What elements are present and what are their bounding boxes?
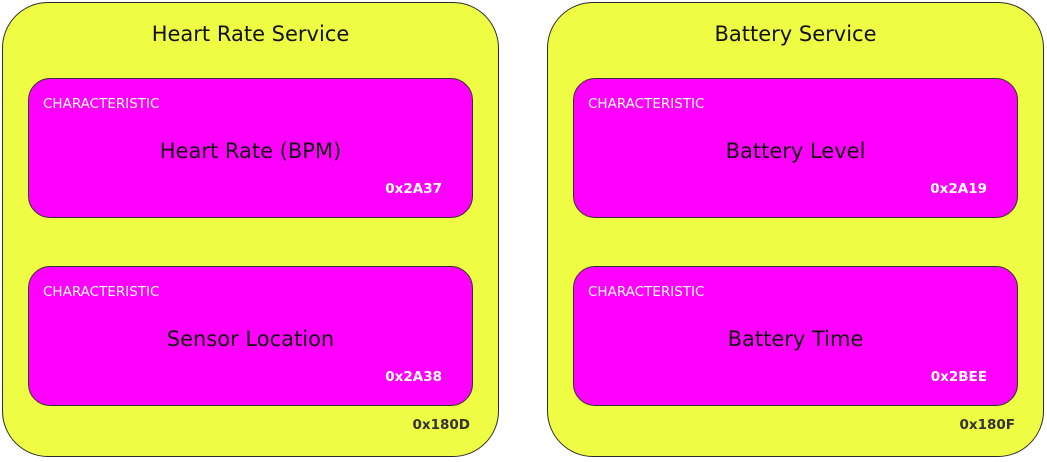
characteristic-sensor-location: CHARACTERISTIC Sensor Location 0x2A38 <box>28 266 473 406</box>
service-heart-rate: Heart Rate Service CHARACTERISTIC Heart … <box>2 2 499 457</box>
characteristic-uuid: 0x2A37 <box>385 181 442 197</box>
characteristic-kind-label: CHARACTERISTIC <box>43 96 160 112</box>
service-title: Heart Rate Service <box>151 22 350 46</box>
characteristic-name: Heart Rate (BPM) <box>159 139 342 163</box>
characteristic-name: Battery Level <box>725 139 866 163</box>
service-uuid: 0x180F <box>959 417 1015 433</box>
service-title: Battery Service <box>714 22 877 46</box>
characteristic-uuid: 0x2BEE <box>930 369 987 385</box>
service-battery: Battery Service CHARACTERISTIC Battery L… <box>547 2 1044 457</box>
characteristic-heart-rate-bpm: CHARACTERISTIC Heart Rate (BPM) 0x2A37 <box>28 78 473 218</box>
service-uuid: 0x180D <box>412 417 471 433</box>
characteristic-uuid: 0x2A38 <box>385 369 442 385</box>
characteristic-kind-label: CHARACTERISTIC <box>43 284 160 300</box>
characteristic-kind-label: CHARACTERISTIC <box>588 96 705 112</box>
characteristic-name: Battery Time <box>727 327 864 351</box>
characteristic-name: Sensor Location <box>166 327 335 351</box>
characteristic-uuid: 0x2A19 <box>930 181 987 197</box>
characteristic-battery-time: CHARACTERISTIC Battery Time 0x2BEE <box>573 266 1018 406</box>
characteristic-battery-level: CHARACTERISTIC Battery Level 0x2A19 <box>573 78 1018 218</box>
characteristic-kind-label: CHARACTERISTIC <box>588 284 705 300</box>
